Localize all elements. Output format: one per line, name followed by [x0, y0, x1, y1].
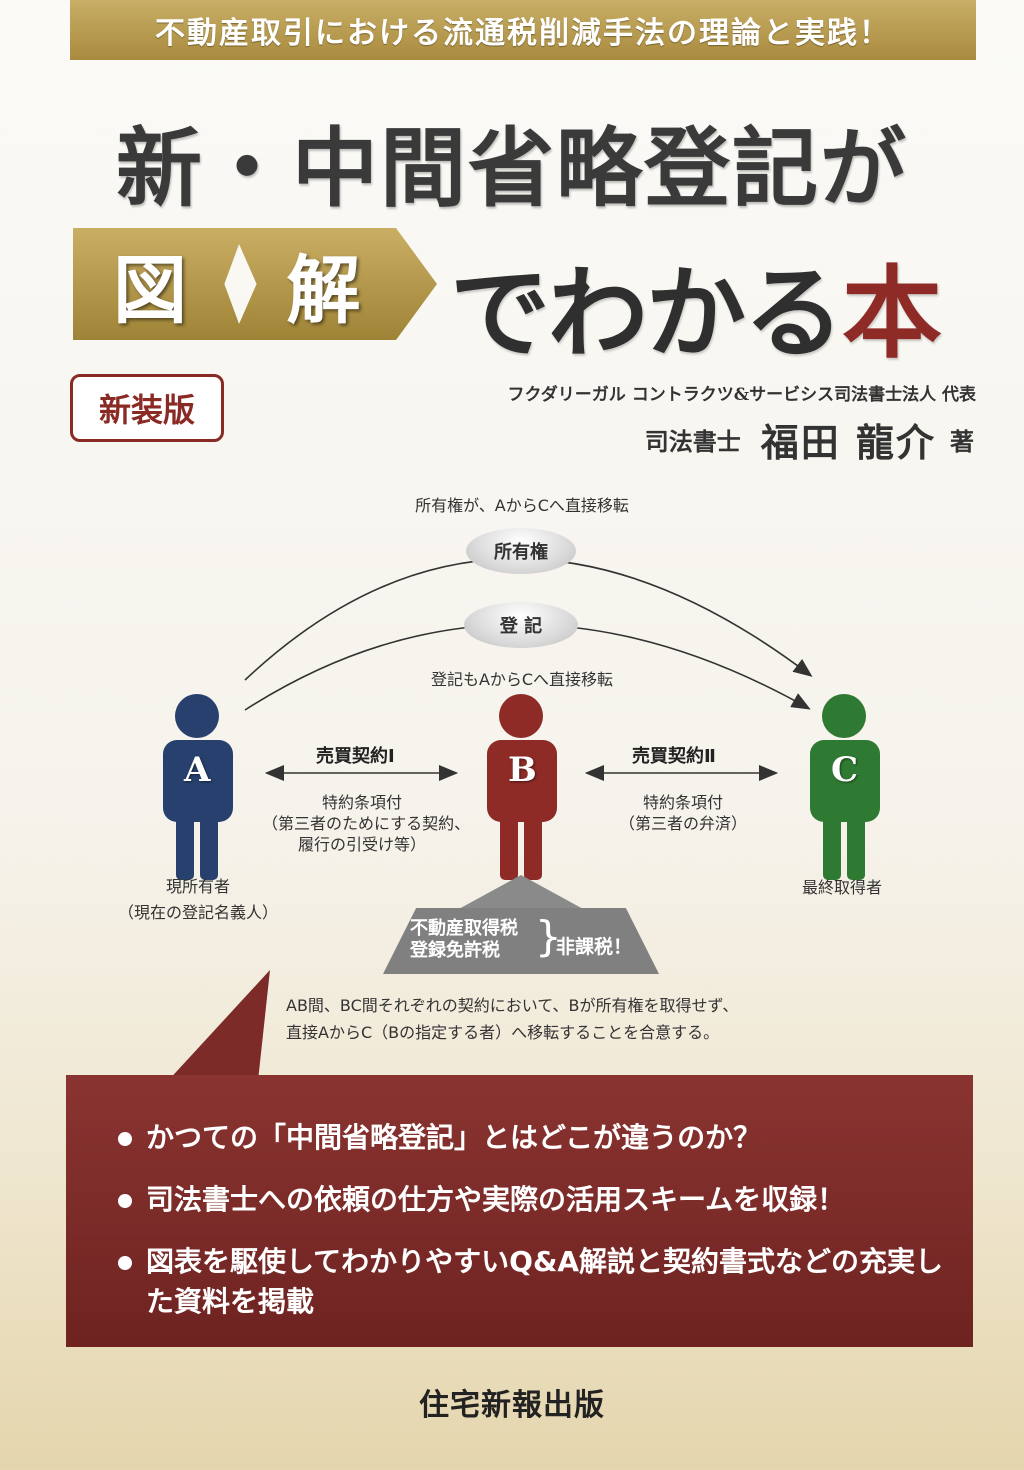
feature-item: 図表を駆使してわかりやすいQ&A解説と契約書式などの充実した資料を掲載	[110, 1242, 950, 1322]
bullet-icon	[118, 1132, 132, 1146]
feature-text: 司法書士への依頼の仕方や実際の活用スキームを収録！	[146, 1183, 846, 1216]
person-c-figure	[810, 694, 880, 880]
person-a-label-line: 現所有者	[165, 877, 230, 896]
contract1-desc-line: 履行の引受け等）	[297, 835, 426, 854]
subtitle-hon: 本	[842, 254, 942, 372]
person-a-figure	[163, 694, 233, 880]
book-title: 新・中間省略登記が	[116, 119, 908, 219]
registration-caption: 登記もAからCへ直接移転	[430, 670, 614, 689]
diagram-note-line: AB間、BC間それぞれの契約において、Bが所有権を取得せず、	[286, 996, 739, 1015]
book-subtitle: でわかる本	[450, 232, 942, 377]
tax-brace: }	[535, 912, 562, 961]
tax-box	[383, 908, 659, 974]
transfer-diagram: 所有権が、AからCへ直接移転 所有権 登 記 登記もAからCへ直接移転 A B …	[0, 470, 1024, 1050]
tax-item: 不動産取得税	[410, 918, 518, 939]
author-affiliation: フクダリーガル コントラクツ&サービシス司法書士法人 代表	[507, 385, 976, 405]
contract1-desc-line: 特約条項付	[321, 793, 402, 812]
ownership-pill: 所有権	[466, 528, 576, 574]
person-b-figure	[487, 694, 557, 880]
diagram-svg	[163, 558, 880, 910]
person-b-letter: B	[508, 750, 537, 790]
zukai-arrow-2: 解	[232, 228, 437, 340]
feature-item: かつての「中間省略登記」とはどこが違うのか？	[110, 1118, 950, 1158]
tax-exempt-label: 非課税！	[556, 936, 633, 958]
tax-item: 登録免許税	[410, 940, 500, 961]
banner-text: 不動産取引における流通税削減手法の理論と実践！	[155, 16, 891, 51]
person-a-label-line: （現在の登記名義人）	[117, 903, 278, 922]
diagram-note: AB間、BC間それぞれの契約において、Bが所有権を取得せず、 直接AからC（Bの…	[286, 992, 738, 1046]
publisher-name: 住宅新報出版	[419, 1388, 605, 1423]
diagram-note-line: 直接AからC（Bの指定する者）へ移転することを合意する。	[286, 1023, 720, 1042]
person-c-label: 最終取得者	[801, 878, 882, 897]
author-name: 福田 龍介	[760, 421, 936, 465]
person-c-letter: C	[831, 750, 859, 790]
edition-label: 新装版	[98, 391, 195, 429]
contract1-title: 売買契約Ⅰ	[316, 746, 395, 767]
contract2-desc-line: （第三者の弁済）	[618, 814, 747, 833]
feature-text: 図表を駆使してわかりやすいQ&A解説と契約書式などの充実した資料を掲載	[146, 1245, 944, 1318]
contract1-desc: 特約条項付 （第三者のためにする契約、 履行の引受け等）	[262, 792, 471, 855]
author-suffix: 著	[950, 428, 974, 456]
author-line: 司法書士福田 龍介著	[645, 412, 974, 467]
edition-badge: 新装版	[70, 374, 224, 442]
zu-character: 図	[113, 247, 187, 334]
kai-character: 解	[286, 247, 361, 334]
features-box	[66, 1075, 973, 1347]
contract2-desc: 特約条項付 （第三者の弁済）	[600, 792, 766, 834]
zukai-arrow-1: 図	[73, 228, 245, 340]
contract2-desc-line: 特約条項付	[642, 793, 723, 812]
bullet-icon	[118, 1194, 132, 1208]
feature-text: かつての「中間省略登記」とはどこが違うのか？	[146, 1121, 762, 1154]
person-a-label: 現所有者 （現在の登記名義人）	[110, 874, 286, 926]
features-list: かつての「中間省略登記」とはどこが違うのか？ 司法書士への依頼の仕方や実際の活用…	[110, 1118, 950, 1344]
contract1-desc-line: （第三者のためにする契約、	[262, 814, 471, 833]
top-banner: 不動産取引における流通税削減手法の理論と実践！	[70, 0, 976, 60]
contract2-title: 売買契約Ⅱ	[632, 746, 716, 767]
registration-pill: 登 記	[464, 602, 578, 648]
person-a-letter: A	[184, 750, 211, 790]
tax-up-arrow	[457, 875, 585, 910]
feature-item: 司法書士への依頼の仕方や実際の活用スキームを収録！	[110, 1180, 950, 1220]
author-role: 司法書士	[644, 428, 741, 456]
bullet-icon	[118, 1256, 132, 1270]
tax-items: 不動産取得税 登録免許税	[410, 918, 518, 962]
subtitle-de-wakaru: でわかる	[450, 254, 844, 372]
top-caption: 所有権が、AからCへ直接移転	[415, 496, 629, 515]
